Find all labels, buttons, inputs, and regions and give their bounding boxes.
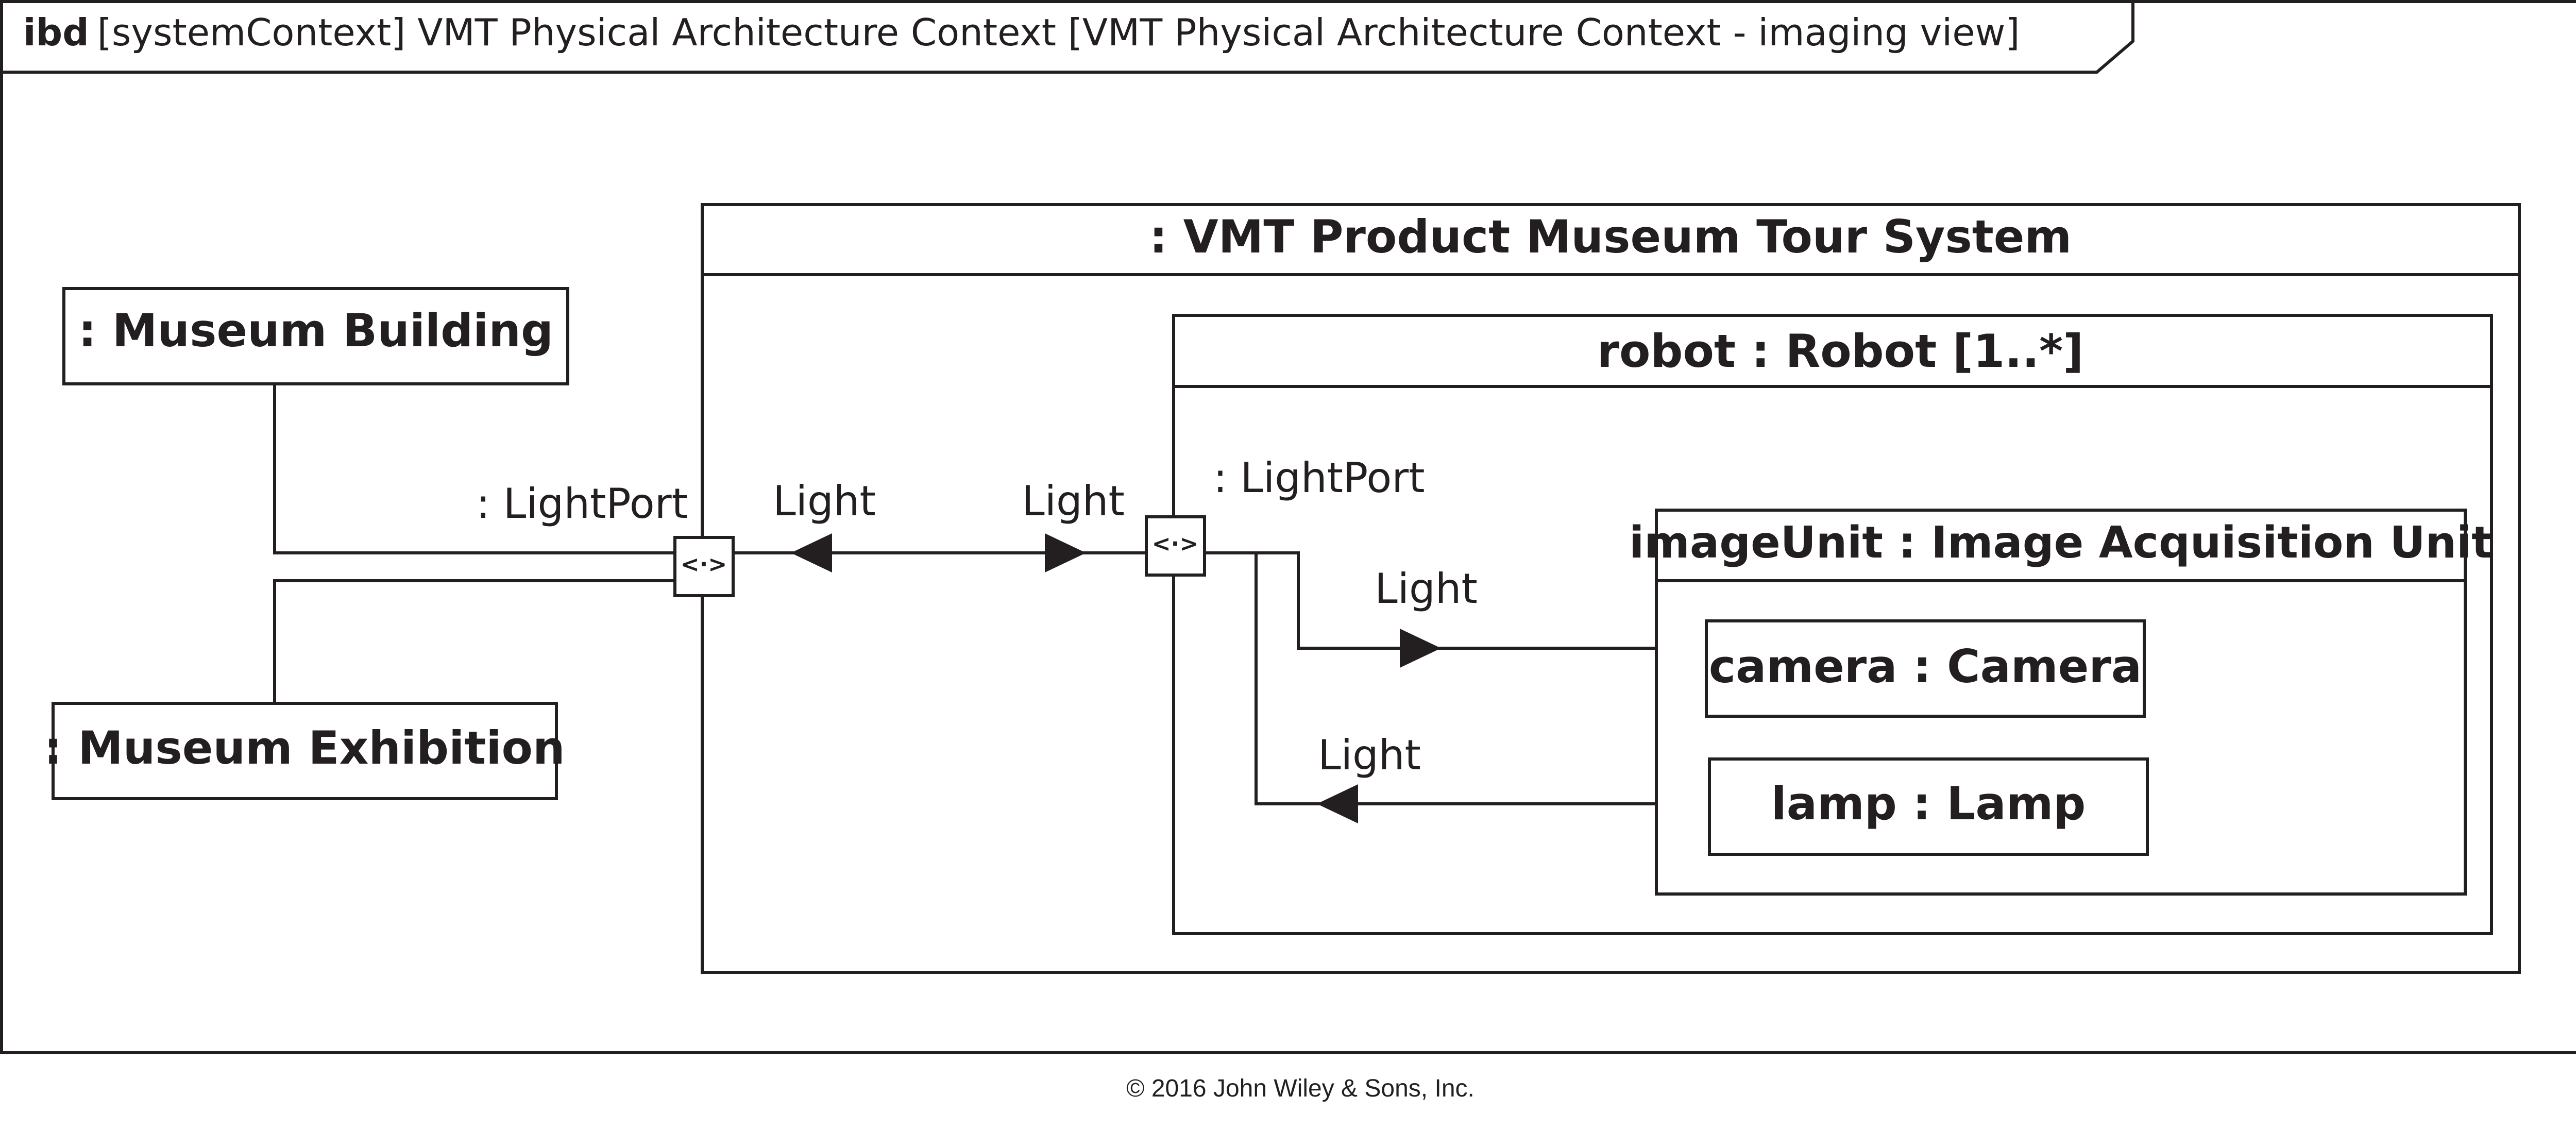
flow-arrow-from-lamp	[1317, 784, 1358, 823]
camera-label: camera : Camera	[1709, 640, 2142, 693]
svg-text:<·>: <·>	[1152, 531, 1198, 557]
flow-label-system-in: Light	[773, 477, 876, 525]
frame-keyword: ibd	[23, 11, 89, 54]
connector-robot-camera	[1206, 551, 1706, 650]
lamp-label: lamp : Lamp	[1771, 777, 2086, 830]
system-light-port[interactable]: <·>	[673, 536, 735, 597]
connector-museum-exhibition	[273, 579, 675, 703]
lamp-block[interactable]	[1708, 757, 2149, 856]
camera-block[interactable]	[1705, 619, 2146, 718]
frame-header-text: [systemContext] VMT Physical Architectur…	[97, 11, 2020, 54]
frame-header-tab	[2, 2, 2134, 74]
robot-port-label: : LightPort	[1213, 454, 1425, 502]
vmt-system-label: : VMT Product Museum Tour System	[1149, 210, 2072, 263]
robot-light-port[interactable]: <·>	[1145, 515, 1206, 577]
flow-label-to-camera: Light	[1375, 565, 1478, 613]
flow-arrow-system-in	[791, 533, 832, 572]
robot-label: robot : Robot [1..*]	[1597, 325, 2084, 378]
museum-exhibition-block[interactable]	[52, 702, 558, 800]
copyright-notice: © 2016 John Wiley & Sons, Inc.	[1126, 1075, 1475, 1102]
system-port-label: : LightPort	[476, 480, 688, 528]
museum-building-label: : Museum Building	[78, 304, 553, 357]
diagram-frame	[0, 0, 2576, 1054]
connector-museum-building	[273, 384, 675, 554]
image-unit-label: imageUnit : Image Acquisition Unit	[1629, 517, 2493, 568]
connector-lamp-robot	[1255, 553, 1709, 805]
flow-arrow-to-camera	[1400, 629, 1441, 668]
flow-label-from-lamp: Light	[1318, 731, 1421, 779]
frame-header: ibd[systemContext] VMT Physical Architec…	[23, 11, 2020, 54]
flow-label-system-out: Light	[1022, 477, 1125, 525]
museum-building-block[interactable]	[62, 287, 569, 385]
flow-arrow-system-out	[1045, 533, 1086, 572]
museum-exhibition-label: : Museum Exhibition	[44, 721, 565, 774]
svg-text:<·>: <·>	[681, 551, 727, 578]
